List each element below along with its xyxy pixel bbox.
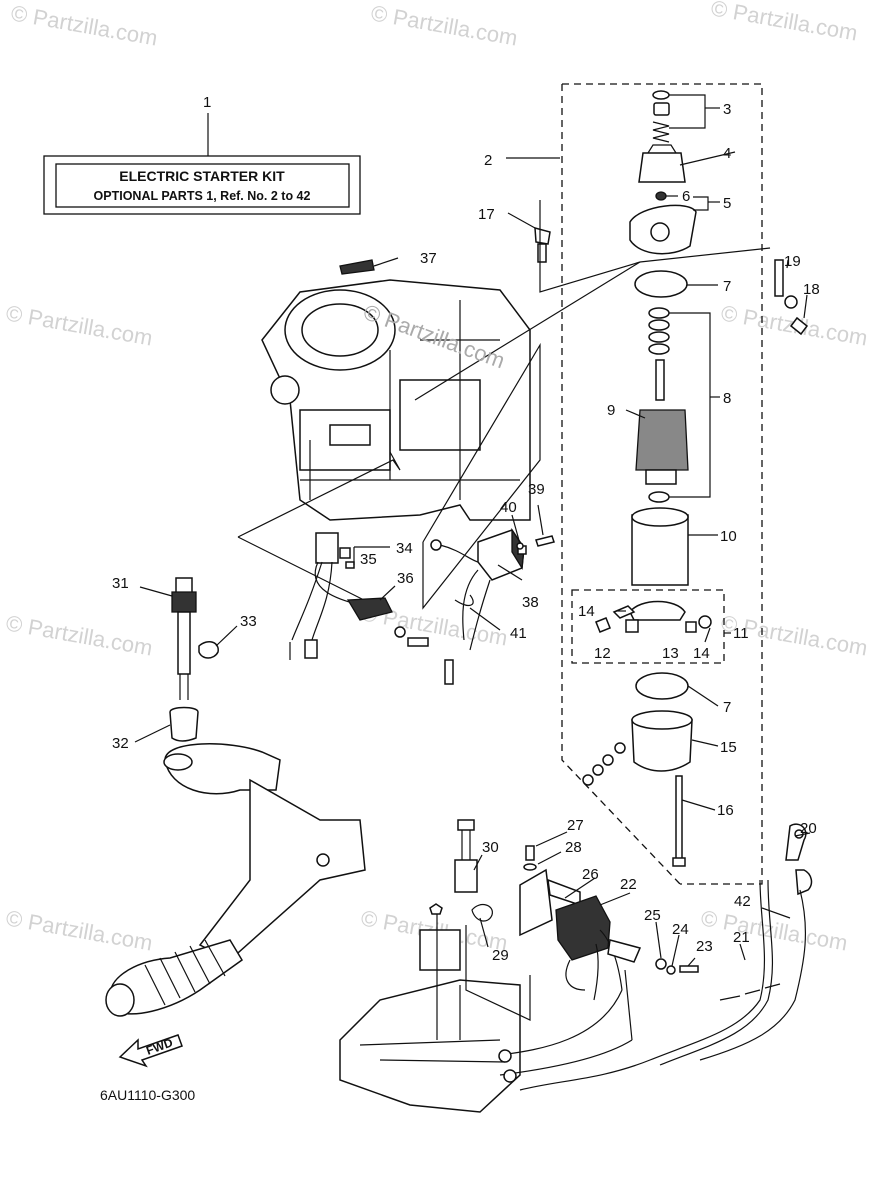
callout-38: 38 [522,594,539,611]
starter-boundary [561,83,763,885]
battery-cables [519,823,813,1091]
relay-harness [289,532,429,660]
callout-25: 25 [644,907,661,924]
callout-leaders [134,94,811,967]
callout-19: 19 [784,253,801,270]
callout-31: 31 [112,575,129,592]
callout-23: 23 [696,938,713,955]
forward-arrow: FWD [118,1034,183,1068]
callout-5: 5 [723,195,731,212]
callout-14-right: 14 [693,645,710,662]
callout-26: 26 [582,866,599,883]
callout-30: 30 [482,839,499,856]
callout-17: 17 [478,206,495,223]
callout-42: 42 [734,893,751,910]
callout-15: 15 [720,739,737,756]
callout-14-left: 14 [578,603,595,620]
diagram-code: 6AU1110-G300 [100,1087,195,1103]
watermark-text: © Partzilla.com [369,0,519,50]
callout-4: 4 [723,145,731,162]
callout-32: 32 [112,735,129,752]
engine-block-illustration [261,279,531,521]
callout-27: 27 [567,817,584,834]
bottom-cowling [339,903,531,1113]
callout-2: 2 [484,152,492,169]
callout-39: 39 [528,481,545,498]
callout-20: 20 [800,820,817,837]
callout-37: 37 [420,250,437,267]
starter-switch [169,577,219,742]
callout-10: 10 [720,528,737,545]
watermark-text: © Partzilla.com [4,905,154,955]
watermark-text: © Partzilla.com [4,610,154,660]
starter-bolts [534,227,809,336]
kit-title: ELECTRIC STARTER KIT [119,168,285,184]
callout-24: 24 [672,921,689,938]
callout-35: 35 [360,551,377,568]
callout-1: 1 [203,94,211,111]
callout-41: 41 [510,625,527,642]
kit-subtitle: OPTIONAL PARTS 1, Ref. No. 2 to 42 [94,189,311,203]
callout-7-upper: 7 [723,278,731,295]
tiller-handle [105,743,366,1017]
callout-18: 18 [803,281,820,298]
callout-33: 33 [240,613,257,630]
callout-28: 28 [565,839,582,856]
callout-22: 22 [620,876,637,893]
watermark-text: © Partzilla.com [9,0,159,50]
callout-12: 12 [594,645,611,662]
brush-assembly-boundary [571,589,725,664]
callout-36: 36 [397,570,414,587]
callout-7-lower: 7 [723,699,731,716]
callout-16: 16 [717,802,734,819]
starter-relay [498,895,699,1083]
callout-34: 34 [396,540,413,557]
callout-11: 11 [733,625,749,642]
watermark-text: © Partzilla.com [709,0,859,46]
callout-29: 29 [492,947,509,964]
callout-40: 40 [500,499,517,516]
callout-labels: 1 2 3 4 5 6 7 7 8 9 10 11 12 13 14 14 15… [112,94,820,964]
callout-6: 6 [682,188,690,205]
kit-label-box: ELECTRIC STARTER KIT OPTIONAL PARTS 1, R… [43,113,361,215]
watermark-text: © Partzilla.com [4,300,154,350]
engine-leader-lines [237,200,771,610]
callout-21: 21 [733,929,750,946]
rectifier-assembly [430,527,555,685]
callout-13: 13 [662,645,679,662]
callout-9: 9 [607,402,615,419]
starter-motor-parts [582,90,712,867]
part-37 [339,259,375,275]
callout-8: 8 [723,390,731,407]
callout-3: 3 [723,101,731,118]
